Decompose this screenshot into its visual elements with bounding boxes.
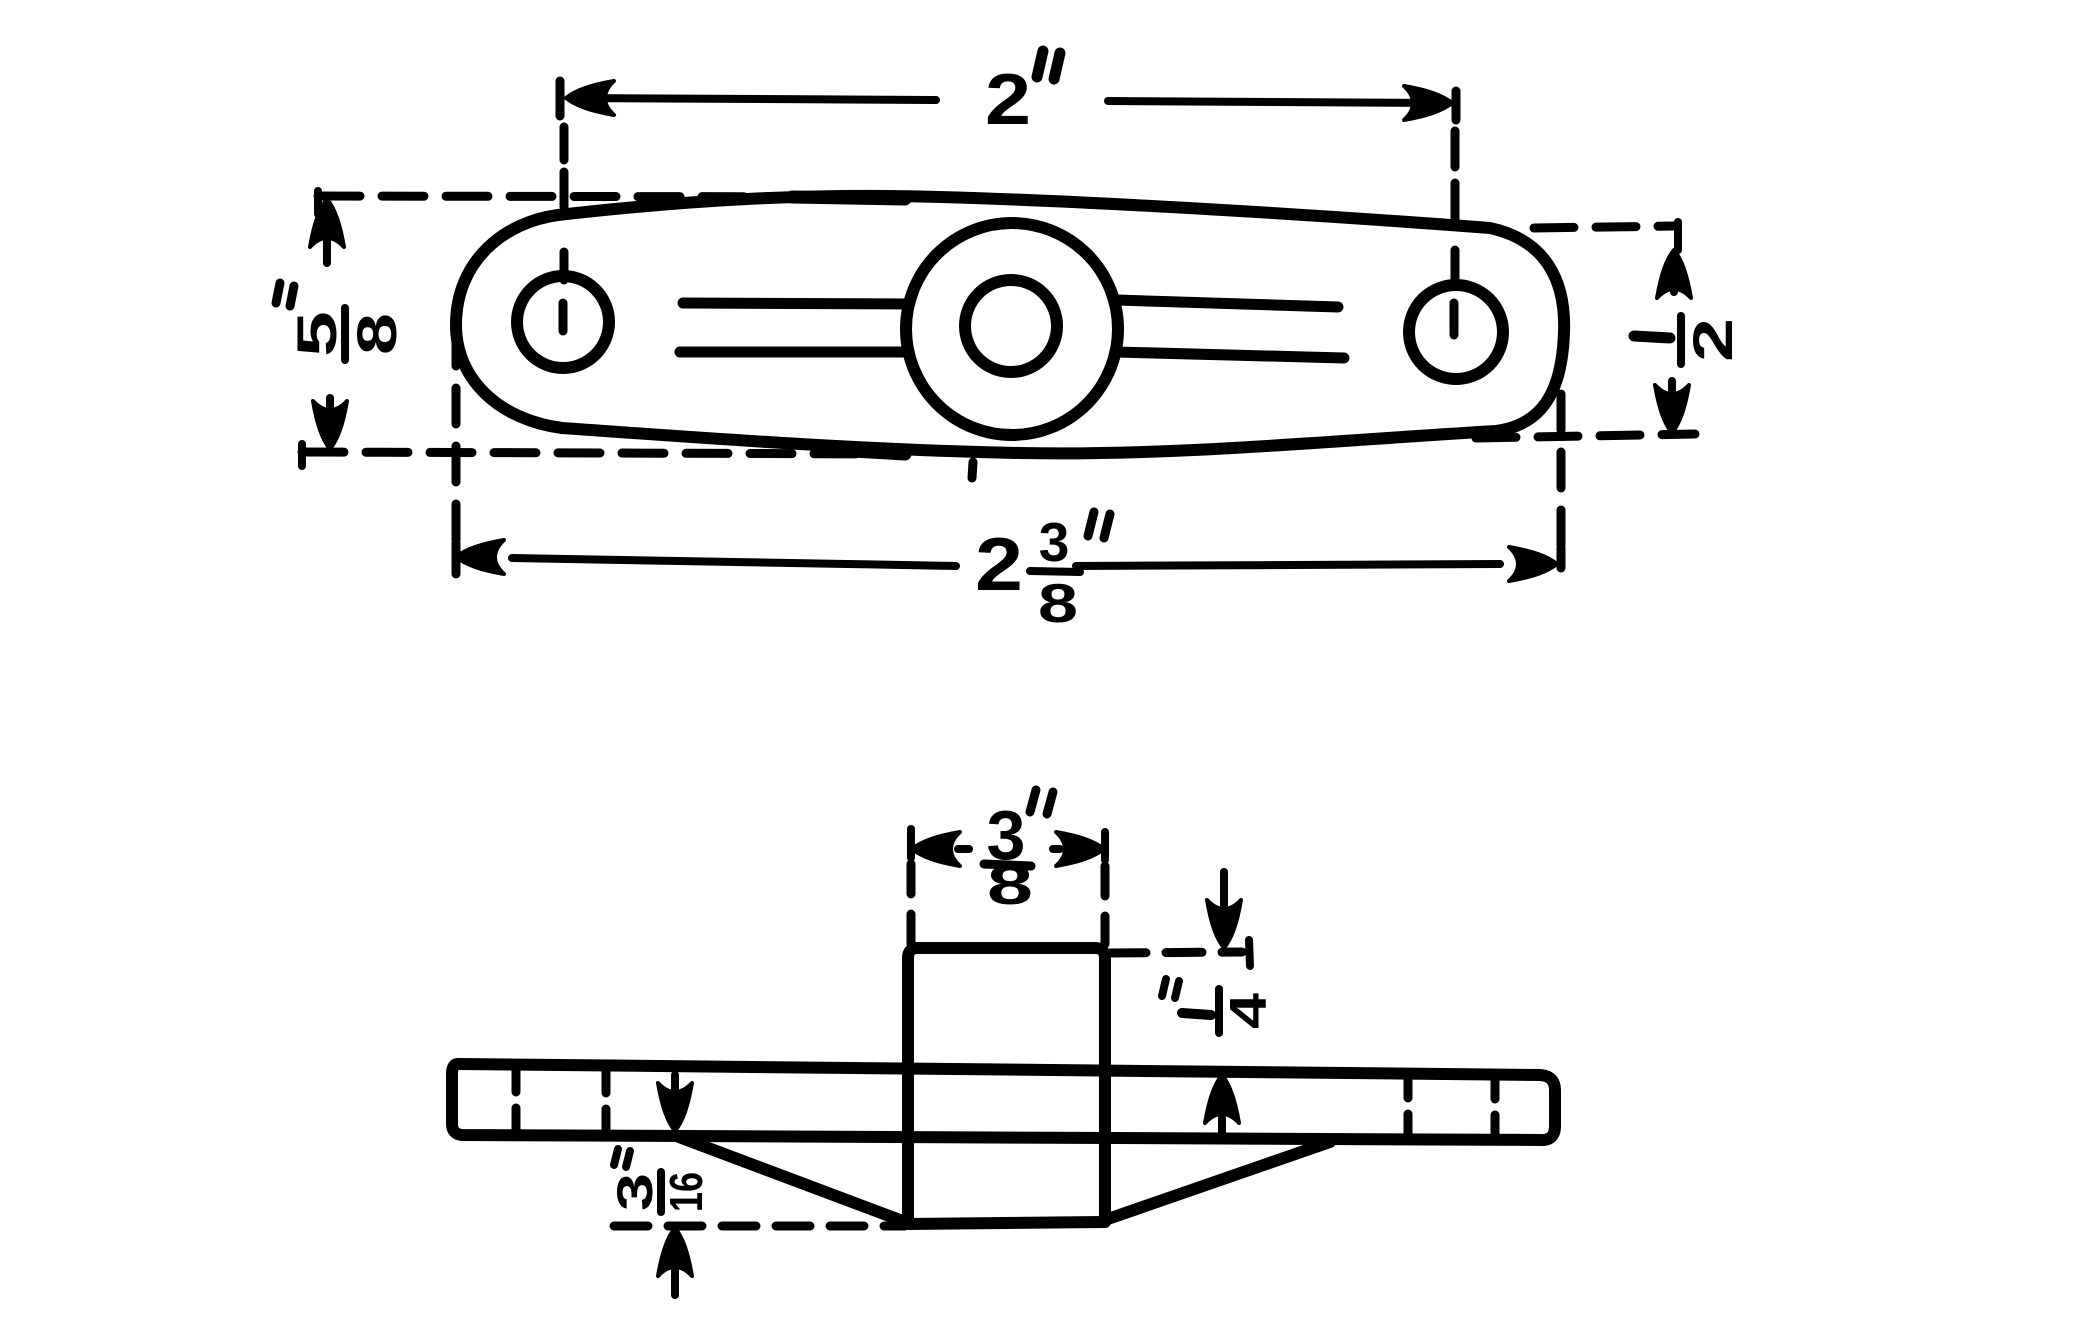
svg-text:4: 4 [1220,993,1278,1029]
svg-text:8: 8 [987,853,1033,916]
svg-text:2: 2 [985,60,1031,140]
svg-text:5: 5 [285,311,348,357]
svg-text:16: 16 [660,1172,712,1212]
svg-text:2: 2 [1681,318,1744,362]
svg-text:8: 8 [345,313,408,355]
svg-text:8: 8 [1038,572,1078,634]
svg-text:3: 3 [1039,511,1070,573]
svg-text:3: 3 [607,1173,663,1211]
svg-text:2: 2 [975,522,1023,606]
